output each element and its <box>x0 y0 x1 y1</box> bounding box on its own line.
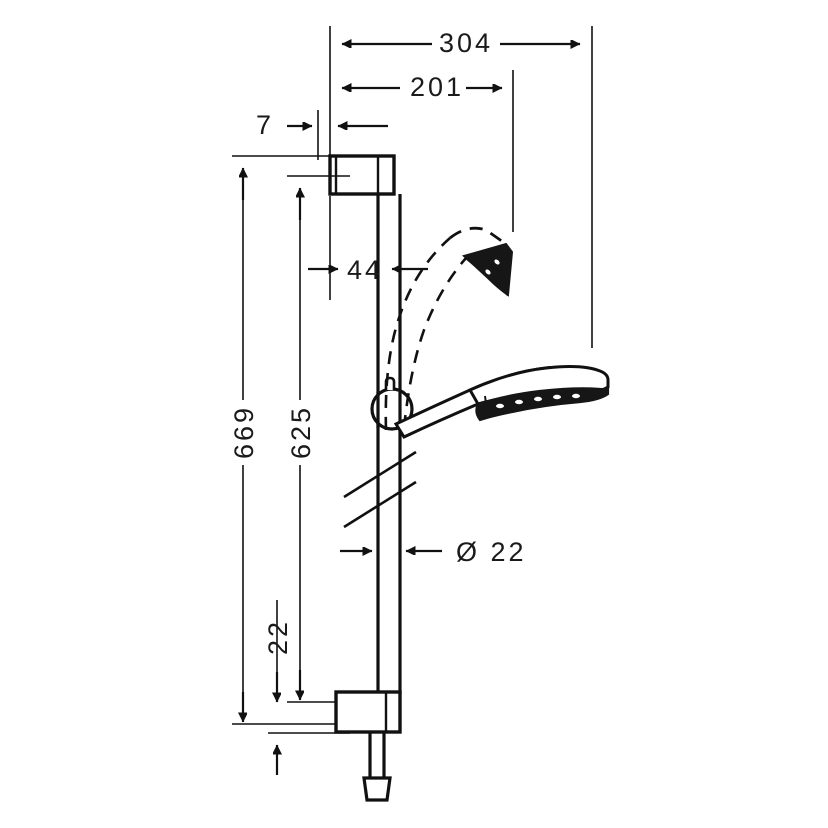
dimension-labels: 304 201 7 44 669 625 22 Ø 22 <box>229 28 527 655</box>
dashed-head-top-edge <box>449 226 507 246</box>
bottom-bracket-body <box>334 690 402 734</box>
break-line-1 <box>343 480 417 529</box>
dashed-spray-nozzles <box>475 259 500 285</box>
hand-shower-raised-spray-face <box>461 242 514 297</box>
dim-label-669: 669 <box>229 405 259 459</box>
vertical-slide-rail <box>376 194 402 694</box>
hose-outlet-cone <box>362 776 392 802</box>
dim-label-304: 304 <box>439 28 493 58</box>
drawing-geometry <box>232 26 610 802</box>
rail-break-symbol <box>343 450 417 529</box>
dashed-spray-face <box>461 242 514 297</box>
solid-head-tick <box>484 395 489 419</box>
dim-label-diameter-22: Ø 22 <box>456 537 527 567</box>
dim-label-625: 625 <box>286 405 316 459</box>
adjustable-slider-holder <box>370 376 414 431</box>
dimension-lines <box>243 44 580 775</box>
dashed-handle-left-edge <box>384 237 451 431</box>
top-bracket-body <box>328 154 396 196</box>
break-line-2 <box>343 450 417 499</box>
dim-label-201: 201 <box>410 72 464 102</box>
hand-shower-raised-head <box>449 226 507 246</box>
bottom-wall-bracket <box>334 690 402 734</box>
dim-label-44: 44 <box>347 255 383 285</box>
top-wall-bracket <box>328 154 396 196</box>
hand-shower-raised-position <box>384 237 467 431</box>
hand-shower-solid-spray-face <box>475 386 610 422</box>
dashed-handle-right-edge <box>402 257 467 429</box>
solid-spray-nozzles <box>496 393 580 409</box>
dim-label-7: 7 <box>256 110 274 140</box>
hose-connection-outlet <box>362 732 392 802</box>
dim-label-22: 22 <box>263 619 293 655</box>
